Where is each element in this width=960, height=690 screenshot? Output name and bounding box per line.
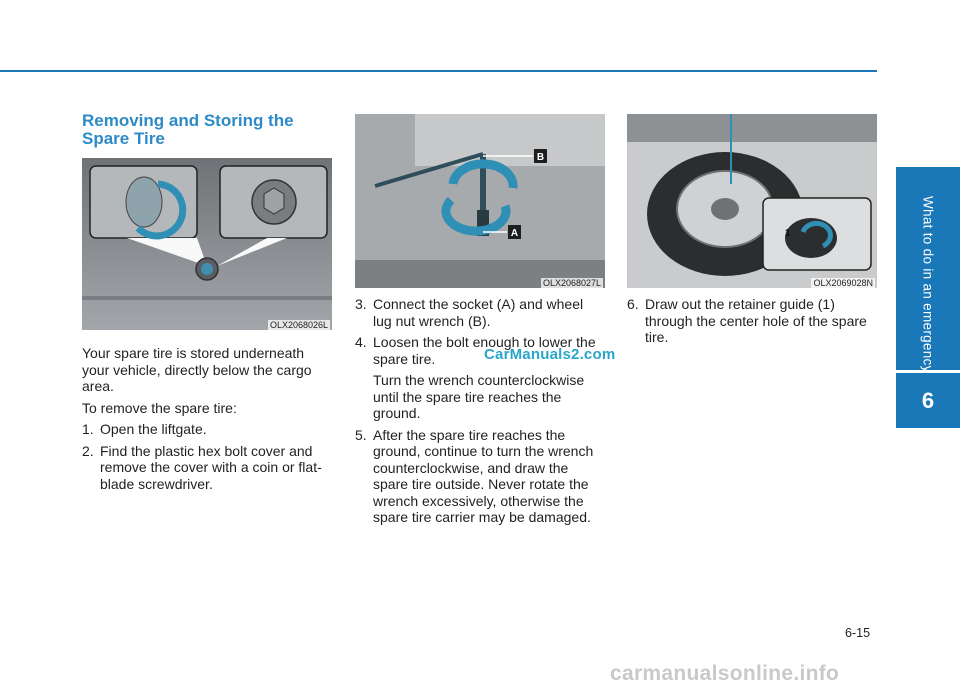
figure-code: OLX2068026L [267, 320, 330, 330]
figure-spare-tire: 1 OLX2069028N [627, 114, 877, 288]
figure-code: OLX2069028N [811, 278, 875, 288]
bolt-cover-illustration [82, 158, 332, 330]
step-4-note: Turn the wrench counterclockwise until t… [373, 372, 585, 421]
chapter-tab [896, 167, 960, 370]
figure-wrench-socket: B A OLX2068027L [355, 114, 605, 288]
intro-paragraph: Your spare tire is stored underneath you… [82, 345, 312, 394]
column-2: 3. Connect the socket (A) and wheel lug … [355, 296, 605, 531]
step-text: Find the plastic hex bolt cover and remo… [100, 442, 322, 492]
watermark: CarManuals2.com [484, 346, 616, 363]
step-text: Draw out the retainer guide (1) through … [645, 296, 867, 345]
spare-tire-illustration: 1 [627, 114, 877, 288]
chapter-title: What to do in an emergency [920, 196, 936, 373]
lead-paragraph: To remove the spare tire: [82, 399, 237, 416]
step-number: 5. [355, 426, 367, 443]
figure-bolt-cover: OLX2068026L [82, 158, 332, 330]
step-number: 3. [355, 296, 367, 312]
step-5: 5. After the spare tire reaches the grou… [355, 427, 605, 526]
step-6: 6. Draw out the retainer guide (1) throu… [627, 296, 877, 346]
callout-1: 1 [785, 228, 791, 239]
site-watermark: carmanualsonline.info [610, 662, 840, 685]
step-text: Open the liftgate. [100, 421, 207, 437]
chapter-number: 6 [896, 370, 960, 428]
step-text: Connect the socket (A) and wheel lug nut… [373, 296, 584, 329]
page-number: 6-15 [845, 626, 871, 640]
header-rule [0, 70, 877, 72]
callout-a: A [511, 228, 518, 239]
column-1: Your spare tire is stored underneath you… [82, 345, 332, 497]
step-number: 4. [355, 334, 367, 350]
step-number: 1. [82, 421, 94, 437]
wrench-illustration: B A [355, 114, 605, 288]
step-text: Loosen the bolt enough to lower the spar… [373, 334, 596, 367]
step-2: 2. Find the plastic hex bolt cover and r… [82, 443, 332, 493]
step-1: 1. Open the liftgate. [82, 421, 332, 438]
step-number: 6. [627, 296, 639, 312]
section-heading: Removing and Storing the Spare Tire [82, 111, 294, 148]
step-text: After the spare tire reaches the ground,… [373, 426, 594, 526]
step-3: 3. Connect the socket (A) and wheel lug … [355, 296, 605, 329]
step-number: 2. [82, 442, 94, 459]
figure-code: OLX2068027L [540, 278, 603, 288]
chapter-tab-text: What to do in an emergency [896, 160, 960, 690]
step-4: 4. Loosen the bolt enough to lower the s… [355, 334, 605, 367]
callout-b: B [537, 152, 544, 163]
column-3: 6. Draw out the retainer guide (1) throu… [627, 296, 877, 351]
